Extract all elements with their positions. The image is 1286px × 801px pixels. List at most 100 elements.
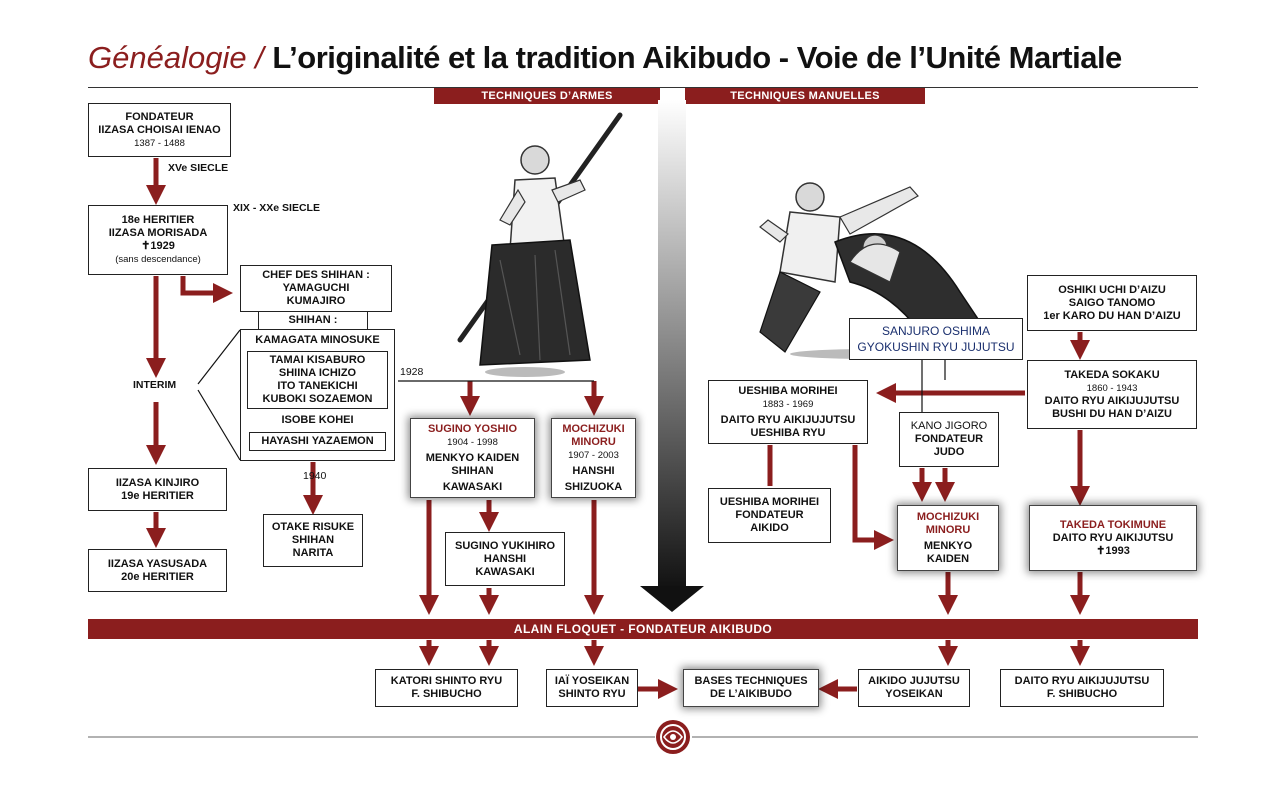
mochizuki2-line1: MOCHIZUKI [916,510,980,523]
label-xv-siecle: XVe SIECLE [168,162,229,174]
yasusada-line1: IIZASA YASUSADA [107,557,208,570]
group-member-1: TAMAI KISABURO [269,354,366,366]
daito-line2: F. SHIBUCHO [1046,688,1118,700]
box-bases-techniques: BASES TECHNIQUES DE L’AIKIBUDO [683,669,819,707]
group-member-2: SHIINA ICHIZO [278,367,357,379]
box-oshiki: OSHIKI UCHI D’AIZU SAIGO TANOMO 1er KARO… [1027,275,1197,331]
kinjiro-line1: IIZASA KINJIRO [115,476,200,489]
box-takeda-tokimune: TAKEDA TOKIMUNE DAITO RYU AIKIJUTSU ✝199… [1029,505,1197,571]
mochizuki-name2: MINORU [571,435,616,448]
label-1940: 1940 [303,470,327,482]
box-shihan-label: SHIHAN : [258,311,368,330]
box-yasusada: IIZASA YASUSADA 20e HERITIER [88,549,227,592]
title-rule [88,87,1198,88]
box-iai-yoseikan: IAÏ YOSEIKAN SHINTO RYU [546,669,638,707]
isobe: ISOBE KOHEI [281,414,354,426]
tokimune-line3: ✝1993 [1096,544,1130,557]
sugino-name: SUGINO YOSHIO [427,422,518,435]
group-member-4: KUBOKI SOZAEMON [262,393,373,405]
mochizuki-dates: 1907 - 2003 [568,449,619,461]
label-interim: INTERIM [133,379,177,391]
mochizuki-name1: MOCHIZUKI [562,422,625,435]
section-weapons: TECHNIQUES D’ARMES [434,88,660,104]
kinjiro-line2: 19e HERITIER [121,489,194,502]
box-18e-heritier: 18e HERITIER IIZASA MORISADA ✝1929 (sans… [88,205,228,275]
box-otake: OTAKE RISUKE SHIHAN NARITA [263,514,363,567]
sokaku-line2: 1860 - 1943 [1086,382,1138,394]
section-manual: TECHNIQUES MANUELLES [685,88,925,104]
box-chef-shihan: CHEF DES SHIHAN : YAMAGUCHI KUMAJIRO [240,265,392,312]
bases-line1: BASES TECHNIQUES [694,675,808,687]
tokimune-line1: TAKEDA TOKIMUNE [1059,518,1167,531]
box-ueshiba-morihei-2: UESHIBA MORIHEI FONDATEUR AIKIDO [708,488,831,543]
box-mochizuki-minoru-armes: MOCHIZUKI MINORU 1907 - 2003 HANSHI SHIZ… [551,418,636,498]
sword-practitioner-figure [457,112,623,377]
yukihiro-line3: KAWASAKI [475,565,535,578]
bases-line2: DE L’AIKIBUDO [710,688,792,700]
fondateur-line3: 1387 - 1488 [134,137,185,149]
box-sugino-yoshio: SUGINO YOSHIO 1904 - 1998 MENKYO KAIDEN … [410,418,535,498]
chef-shihan-line3: KUMAJIRO [286,295,346,307]
box-daito-ryu: DAITO RYU AIKIJUJUTSU F. SHIBUCHO [1000,669,1164,707]
box-katori: KATORI SHINTO RYU F. SHIBUCHO [375,669,518,707]
sugino-city: KAWASAKI [442,480,503,493]
ueshiba1-line4: UESHIBA RYU [750,426,826,439]
chef-shihan-line1: CHEF DES SHIHAN : [262,269,370,281]
sugino-dates: 1904 - 1998 [447,436,498,448]
sanjuro-line1: SANJURO OSHIMA [881,324,990,338]
iai-line1: IAÏ YOSEIKAN [554,675,630,687]
otake-line2: SHIHAN [291,534,335,546]
mon-crest-icon [656,720,690,754]
chef-shihan-line2: YAMAGUCHI [282,282,350,294]
mochizuki2-line3: MENKYO [923,539,973,552]
fondateur-line2: IIZASA CHOISAI IENAO [98,123,221,136]
ueshiba1-line3: DAITO RYU AIKIJUJUTSU [720,413,856,426]
mochizuki2-line2: MINORU [925,523,971,536]
ueshiba2-line2: FONDATEUR [735,509,804,521]
sokaku-line4: BUSHI DU HAN D’AIZU [1052,407,1172,420]
heritier18-line4: (sans descendance) [115,254,201,265]
kano-line1: KANO JIGORO [910,420,988,432]
box-takeda-sokaku: TAKEDA SOKAKU 1860 - 1943 DAITO RYU AIKI… [1027,360,1197,429]
box-sugino-yukihiro: SUGINO YUKIHIRO HANSHI KAWASAKI [445,532,565,586]
label-xix-xx-siecle: XIX - XXe SIECLE [233,202,320,214]
oshiki-line2: SAIGO TANOMO [1068,296,1156,309]
aikido-jujutsu-line2: YOSEIKAN [885,688,943,700]
kano-line3: JUDO [933,446,965,458]
yukihiro-line1: SUGINO YUKIHIRO [454,539,556,552]
hayashi: HAYASHI YAZAEMON [249,432,386,451]
oshiki-line3: 1er KARO DU HAN D’AIZU [1043,309,1181,322]
sugino-title: SHIHAN [451,464,494,477]
sokaku-line3: DAITO RYU AIKIJUJUTSU [1044,394,1180,407]
ueshiba1-line2: 1883 - 1969 [762,398,814,410]
heritier18-line1: 18e HERITIER [121,214,195,226]
sugino-rank: MENKYO KAIDEN [425,451,520,464]
box-ueshiba-morihei-1: UESHIBA MORIHEI 1883 - 1969 DAITO RYU AI… [708,380,868,444]
founder-bar: ALAIN FLOQUET - FONDATEUR AIKIBUDO [88,619,1198,639]
sanjuro-line2: GYOKUSHIN RYU JUJUTSU [857,340,1015,354]
sokaku-line1: TAKEDA SOKAKU [1064,368,1160,381]
kano-line2: FONDATEUR [914,433,984,445]
katori-line1: KATORI SHINTO RYU [390,675,503,687]
aikido-throw-figure [759,182,982,359]
heritier18-line3: ✝1929 [141,240,175,252]
mochizuki-rank: HANSHI [572,464,615,477]
heritier18-line2: IIZASA MORISADA [108,227,208,239]
box-fondateur: FONDATEUR IIZASA CHOISAI IENAO 1387 - 14… [88,103,231,157]
box-aikido-jujutsu: AIKIDO JUJUTSU YOSEIKAN [858,669,970,707]
title-part1: Généalogie / [88,40,273,75]
oshiki-line1: OSHIKI UCHI D’AIZU [1058,283,1166,296]
box-sanjuro-oshima: SANJURO OSHIMA GYOKUSHIN RYU JUJUTSU [849,318,1023,360]
ueshiba2-line1: UESHIBA MORIHEI [719,496,820,508]
ueshiba2-line3: AIKIDO [750,522,789,534]
page-title: Généalogie / L’originalité et la traditi… [88,40,1122,76]
daito-line1: DAITO RYU AIKIJUJUTSU [1014,675,1150,687]
mochizuki-city: SHIZUOKA [564,480,623,493]
box-shihan-subgroup: TAMAI KISABURO SHIINA ICHIZO ITO TANEKIC… [247,351,388,409]
aikido-jujutsu-line1: AIKIDO JUJUTSU [868,675,960,687]
kamagata: KAMAGATA MINOSUKE [255,334,380,346]
shihan-label: SHIHAN : [288,314,338,326]
box-kinjiro: IIZASA KINJIRO 19e HERITIER [88,468,227,511]
iai-line2: SHINTO RYU [558,688,626,700]
